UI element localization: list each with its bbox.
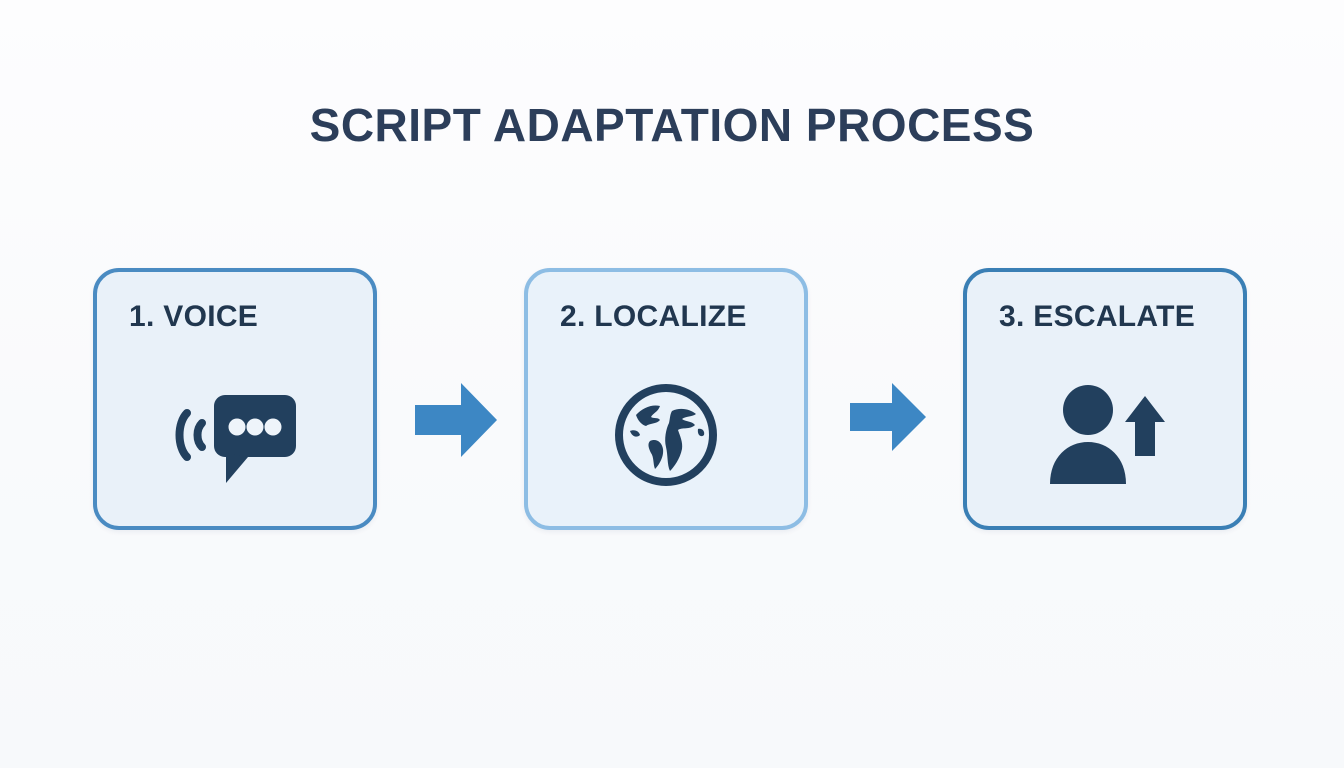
- step-card-escalate-label: 3. ESCALATE: [999, 300, 1196, 333]
- globe-icon: [528, 370, 804, 500]
- step-card-voice[interactable]: 1. VOICE: [93, 268, 377, 530]
- step-card-voice-label: 1. VOICE: [129, 300, 259, 333]
- step-card-escalate[interactable]: 3. ESCALATE: [963, 268, 1247, 530]
- arrow-right-icon-2: [848, 381, 928, 453]
- step-card-localize-label: 2. LOCALIZE: [560, 300, 747, 333]
- process-flow: 1. VOICE: [0, 268, 1344, 532]
- speech-bubble-dots-icon: [97, 370, 373, 500]
- arrow-right-icon-1: [413, 381, 499, 459]
- step-card-localize[interactable]: 2. LOCALIZE: [524, 268, 808, 530]
- person-arrow-up-icon: [967, 370, 1243, 500]
- page-title: SCRIPT ADAPTATION PROCESS: [309, 99, 1035, 151]
